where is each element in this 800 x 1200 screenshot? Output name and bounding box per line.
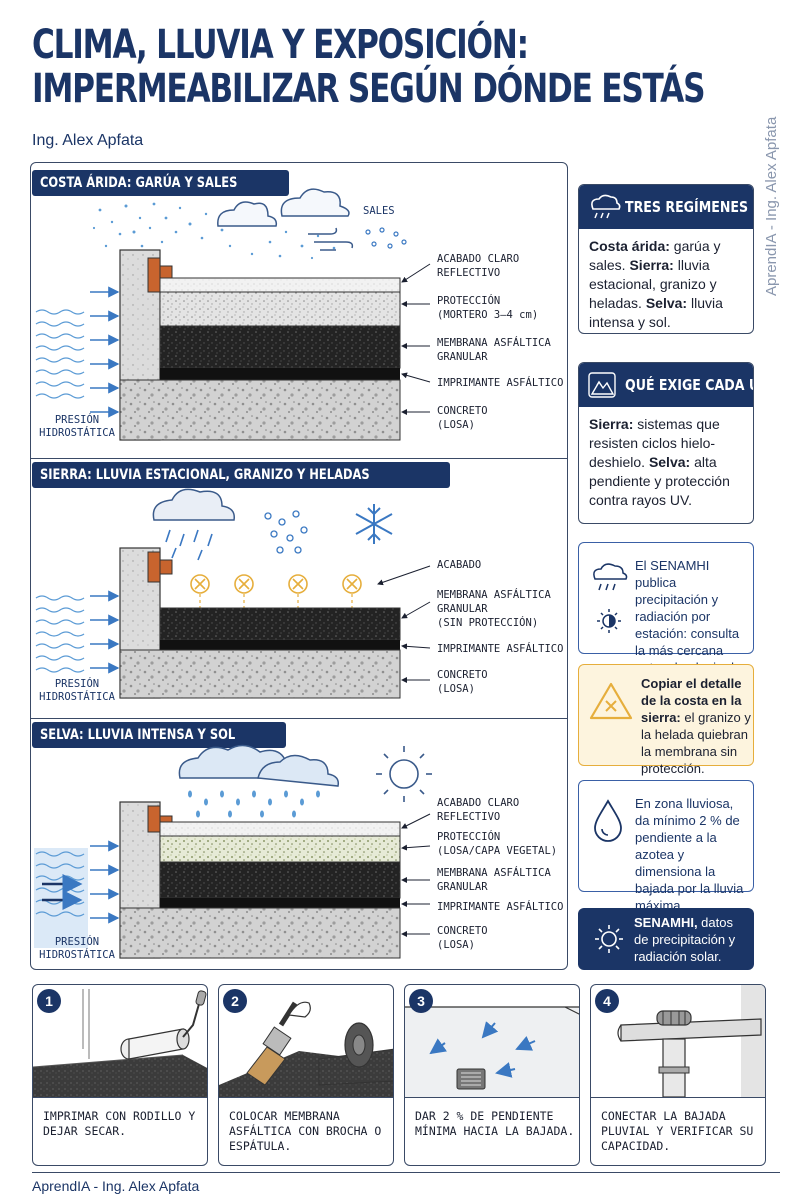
page-title-line-1: CLIMA, LLUVIA Y EXPOSICIÓN: xyxy=(32,22,529,68)
warning-icon xyxy=(589,682,633,720)
climate-diagram-panel xyxy=(30,162,568,970)
layer-label: CONCRETO(LOSA) xyxy=(437,405,488,431)
hydrostatic-pressure-arrows xyxy=(42,874,83,910)
brush-membrane-illustration xyxy=(219,1001,393,1097)
step-card-4: 4 CONECTAR LA BAJADA PLUVIAL Y VERIFICAR… xyxy=(590,984,766,1166)
layer-label: IMPRIMANTE ASFÁLTICO xyxy=(437,377,564,389)
layer-label: IMPRIMANTE ASFÁLTICO xyxy=(437,643,564,655)
step-text: COLOCAR MEMBRANA ASFÁLTICA CON BROCHA O … xyxy=(229,1109,382,1153)
hydrostatic-pressure-arrows xyxy=(90,286,120,418)
heavy-rain-drops xyxy=(188,790,320,818)
layer-label: IMPRIMANTE ASFÁLTICO xyxy=(437,901,564,913)
salt-crystals-icon xyxy=(365,227,407,249)
footer-credit: AprendIA - Ing. Alex Apfata xyxy=(32,1178,200,1194)
layer-label: CONCRETO(LOSA) xyxy=(437,669,488,695)
layer-primer xyxy=(160,898,400,908)
step-number: 1 xyxy=(37,989,61,1013)
cloud-icon xyxy=(217,201,278,227)
wind-icon xyxy=(308,227,354,251)
step-number: 3 xyxy=(409,989,433,1013)
roller-illustration xyxy=(33,989,207,1097)
card-text: Costa árida: garúa y sales. Sierra: lluv… xyxy=(589,238,723,330)
layer-label: ACABADO xyxy=(437,559,482,571)
layer-label: PROTECCIÓN(MORTERO 3–4 cm) xyxy=(437,295,539,321)
layer-protection-vegetal xyxy=(159,835,401,863)
author-name: Ing. Alex Apfata xyxy=(32,132,144,149)
step-number: 4 xyxy=(595,989,619,1013)
layer-finish xyxy=(159,821,401,837)
drizzle-icon xyxy=(92,202,336,260)
card-text: Sierra: sistemas que resisten ciclos hie… xyxy=(589,416,730,508)
salts-label: SALES xyxy=(363,205,395,217)
water-waves xyxy=(35,309,85,399)
flashing xyxy=(147,257,161,293)
section-tag-selva: SELVA: LLUVIA INTENSA Y SOL xyxy=(32,722,287,748)
layer-protection xyxy=(159,291,401,327)
water-waves xyxy=(35,595,85,673)
mountain-icon xyxy=(588,372,616,398)
senamhi-data-card: SENAMHI, datos de precipitación y radiac… xyxy=(578,908,754,970)
sun-icon xyxy=(376,746,432,802)
layer-membrane xyxy=(159,861,401,899)
card-title: QUÉ EXIGE CADA UNO xyxy=(625,376,753,394)
hail-icon xyxy=(264,510,308,554)
layer-finish xyxy=(159,277,401,293)
step-text: CONECTAR LA BAJADA PLUVIAL Y VERIFICAR S… xyxy=(601,1109,754,1153)
sierra-roof-section xyxy=(35,488,431,699)
slope-info-card: En zona lluviosa, da mínimo 2 % de pendi… xyxy=(578,780,754,913)
section-divider xyxy=(30,458,568,459)
page-title-line-2: IMPERMEABILIZAR SEGÚN DÓNDE ESTÁS xyxy=(32,66,706,112)
flashing xyxy=(147,551,161,583)
storm-cloud-icon xyxy=(152,488,235,521)
card-tres-regimenes: TRES REGÍMENES Costa árida: garúa y sale… xyxy=(578,184,754,334)
rain-cloud-icon xyxy=(593,563,628,591)
layer-concrete xyxy=(119,379,401,441)
rain-cloud-icon xyxy=(591,194,621,219)
card-que-exige: QUÉ EXIGE CADA UNO Sierra: sistemas que … xyxy=(578,362,754,524)
hail-impact-icon xyxy=(190,574,362,594)
card-title: TRES REGÍMENES xyxy=(625,198,749,216)
senamhi-info-card: El SENAMHI publica precipitación y radia… xyxy=(578,542,754,692)
rain-drops xyxy=(165,529,213,561)
slope-drain-illustration xyxy=(405,1006,579,1097)
downspout-illustration xyxy=(617,985,765,1098)
section-tag-costa: COSTA ÁRIDA: GARÚA Y SALES xyxy=(32,170,289,196)
layer-primer xyxy=(160,368,400,380)
hydrostatic-pressure-arrows xyxy=(90,590,120,674)
layer-concrete xyxy=(119,649,401,699)
footer-divider xyxy=(32,1172,780,1173)
step-card-2: 2 COLOCAR MEMBRANA ASFÁLTICA CON BROCHA … xyxy=(218,984,394,1166)
cloud-icon xyxy=(280,188,350,217)
layer-membrane xyxy=(159,325,401,369)
layer-primer xyxy=(160,640,400,650)
step-card-3: 3 DAR 2 % DE PENDIENTE MÍNIMA HACIA LA B… xyxy=(404,984,580,1166)
layer-label: CONCRETO(LOSA) xyxy=(437,925,488,951)
layer-concrete xyxy=(119,907,401,959)
step-card-1: 1 IMPRIMAR CON RODILLO Y DEJAR SECAR. xyxy=(32,984,208,1166)
step-number: 2 xyxy=(223,989,247,1013)
water-body xyxy=(34,848,88,948)
water-drop-icon xyxy=(594,799,622,842)
sun-icon xyxy=(595,925,623,953)
warning-card: Copiar el detalle de la costa en la sier… xyxy=(578,664,754,776)
selva-roof-section xyxy=(34,744,432,959)
layer-label: PROTECCIÓN(LOSA/CAPA VEGETAL) xyxy=(437,831,558,857)
step-text: DAR 2 % DE PENDIENTE MÍNIMA HACIA LA BAJ… xyxy=(415,1109,575,1138)
snowflake-icon xyxy=(355,504,393,544)
step-text: IMPRIMAR CON RODILLO Y DEJAR SECAR. xyxy=(43,1109,196,1138)
layer-membrane-exposed xyxy=(159,607,401,641)
costa-roof-section xyxy=(35,188,431,441)
section-divider xyxy=(30,718,568,719)
flashing xyxy=(147,805,161,833)
section-tag-sierra: SIERRA: LLUVIA ESTACIONAL, GRANIZO Y HEL… xyxy=(32,462,450,488)
